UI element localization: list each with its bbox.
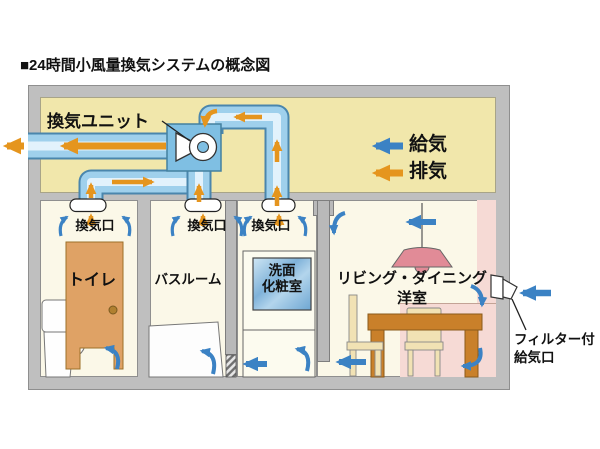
room-label-bathroom: バスルーム: [154, 272, 222, 287]
legend-exhaust-label: 排気: [409, 161, 448, 182]
room-label-living: リビング・ダイニング 洋室: [336, 270, 488, 308]
filter-vent-label: フィルター付 給気口: [514, 332, 595, 365]
vent-label-bathroom: 換気口: [187, 218, 227, 233]
living-lower-wall: [400, 303, 496, 377]
partition-washroom-living: [317, 200, 330, 362]
vent-label-toilet: 換気口: [75, 218, 115, 233]
washroom-label-line2: 化粧室: [261, 278, 303, 294]
vent-label-washroom: 換気口: [251, 218, 291, 233]
filter-label-line2: 給気口: [514, 349, 555, 365]
washroom-label-line1: 洗面: [268, 263, 296, 278]
legend-supply-label: 給気: [409, 134, 448, 155]
room-label-washroom: 洗面 化粧室: [251, 263, 313, 294]
unit-label: 換気ユニット: [47, 112, 149, 131]
living-label-line1: リビング・ダイニング: [336, 270, 487, 287]
page-title: ■24時間小風量換気システムの概念図: [20, 57, 271, 74]
filter-label-line1: フィルター付: [514, 332, 595, 347]
room-label-toilet: トイレ: [67, 272, 116, 289]
living-label-line2: 洋室: [396, 290, 427, 308]
filter-leader-line: [511, 298, 527, 331]
